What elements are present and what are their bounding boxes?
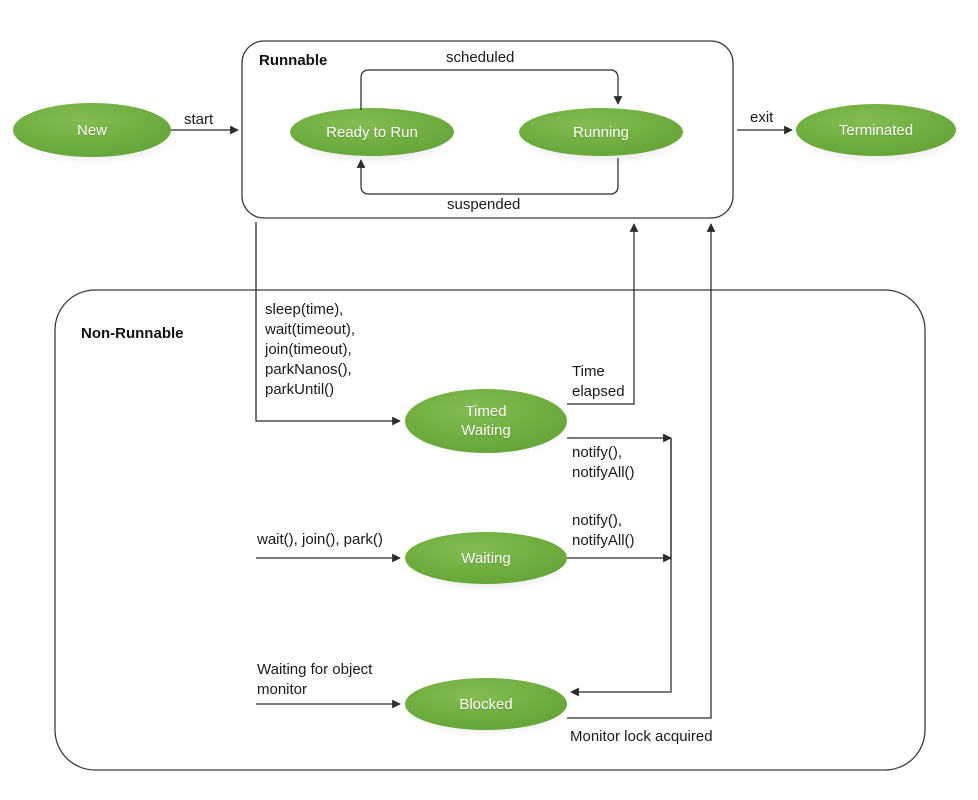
runnable-group-box: [241, 40, 734, 219]
node-waiting: [405, 532, 567, 584]
node-blocked: [405, 678, 567, 730]
edge-label-monitor-acquired: Monitor lock acquired: [570, 728, 713, 745]
edge-time-elapsed: [567, 223, 639, 405]
edge-scheduled: [360, 69, 623, 110]
edge-label-suspended: suspended: [447, 196, 521, 213]
node-running: [519, 108, 683, 156]
edge-label-to-waiting: wait(), join(), park(): [257, 531, 383, 548]
edge-label-time-elapsed: Time elapsed: [572, 363, 625, 400]
node-new: [13, 103, 171, 157]
non-runnable-group-box: [54, 289, 926, 771]
edge-label-to-blocked: Waiting for object monitor: [257, 661, 373, 698]
runnable-group-title: Runnable: [259, 52, 328, 69]
node-timed-waiting: [405, 389, 567, 453]
state-ellipses: [13, 103, 956, 730]
non-runnable-group-title: Non-Runnable: [81, 325, 184, 342]
edge-label-to-timed-waiting: sleep(time), wait(timeout), join(timeout…: [265, 301, 356, 398]
edge-suspended: [356, 158, 619, 195]
edge-label-exit: exit: [750, 109, 774, 126]
edge-label-start: start: [184, 111, 214, 128]
edge-label-scheduled: scheduled: [446, 49, 515, 66]
node-ready-to-run: [290, 108, 454, 156]
edge-to-timed-waiting: [255, 222, 401, 426]
edge-label-timed-notify: notify(), notifyAll(): [572, 444, 635, 481]
edge-monitor-acquired: [567, 223, 716, 719]
edge-label-waiting-notify: notify(), notifyAll(): [572, 512, 635, 549]
node-terminated: [796, 104, 956, 156]
